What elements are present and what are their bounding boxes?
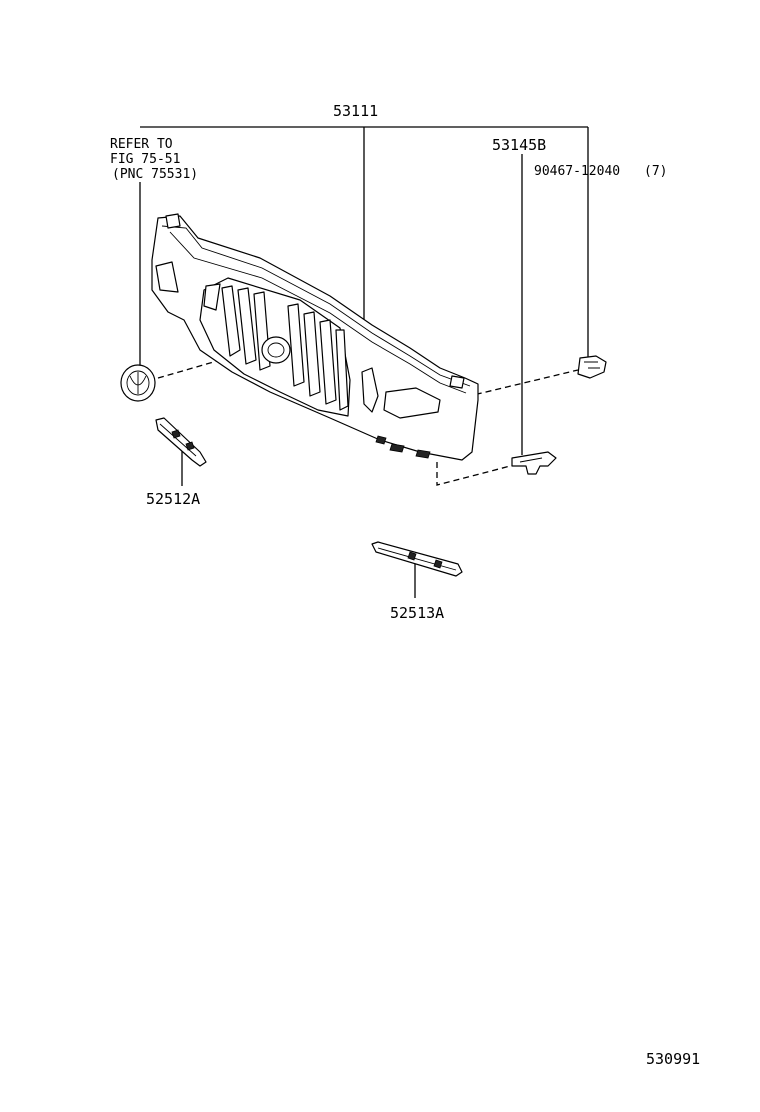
left-molding-part <box>155 417 207 467</box>
grille-emblem <box>261 336 291 364</box>
reference-line-3: (PNC 75531) <box>112 167 198 182</box>
reference-line-1: REFER TO <box>110 137 173 152</box>
emblem-part <box>120 364 156 402</box>
label-retainer: 53145B <box>492 136 546 154</box>
clip-part <box>577 355 607 379</box>
label-clip-qty: (7) <box>644 164 667 179</box>
retainer-part <box>511 451 557 475</box>
reference-line-2: FIG 75-51 <box>110 152 180 167</box>
lower-molding-part <box>371 541 463 577</box>
radiator-grille <box>151 213 479 461</box>
diagram-id: 530991 <box>646 1050 700 1068</box>
label-left-molding: 52512A <box>146 490 200 508</box>
leader-lines <box>139 126 589 598</box>
label-clip: 90467-12040 <box>534 164 620 179</box>
label-grille: 53111 <box>333 102 378 120</box>
label-lower-molding: 52513A <box>390 604 444 622</box>
